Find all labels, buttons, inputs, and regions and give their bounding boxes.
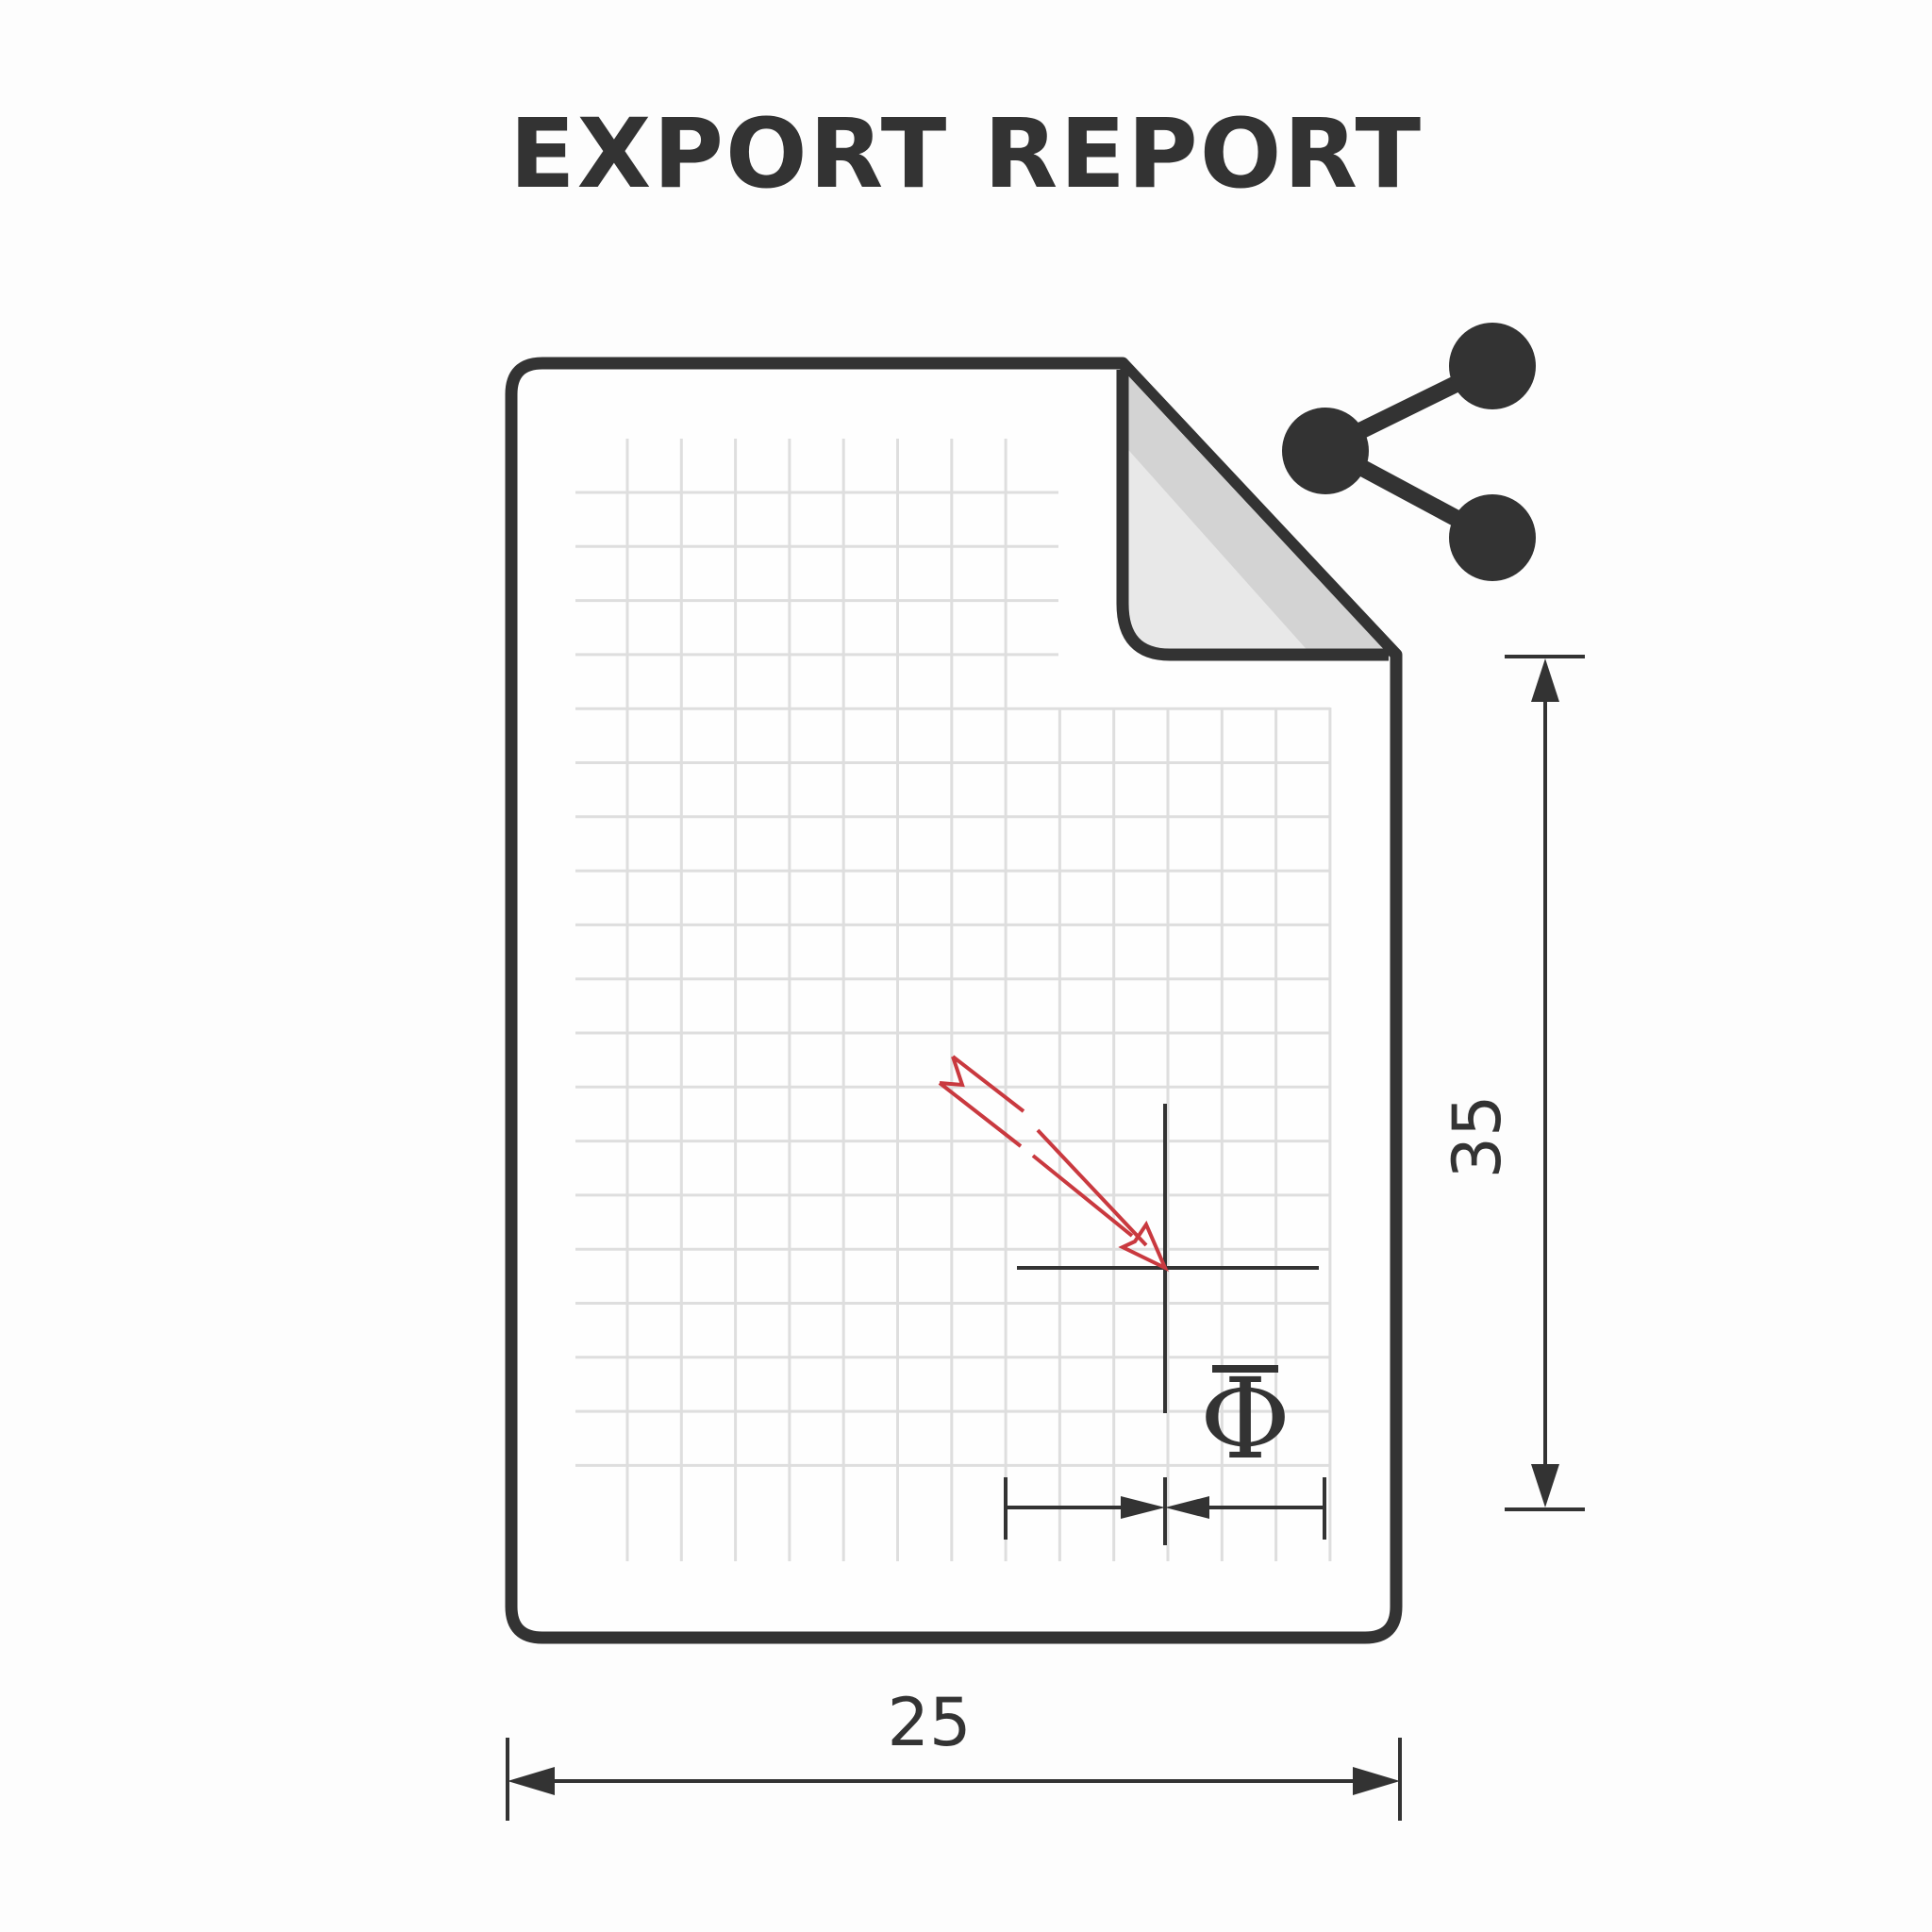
- inner-dimension-marker: [1004, 1477, 1326, 1545]
- share-node-bottom: [1449, 494, 1536, 581]
- crosshair-marker: [1017, 1104, 1319, 1413]
- document-outline: [505, 357, 1403, 1644]
- share-node-left: [1282, 408, 1369, 494]
- folded-corner: [1116, 370, 1389, 661]
- document-icon: [505, 357, 1403, 1644]
- red-arrow-icon: [938, 1055, 1169, 1273]
- page-title: EXPORT REPORT: [509, 98, 1423, 210]
- share-node-top: [1449, 323, 1536, 409]
- width-label: 25: [887, 1684, 971, 1761]
- height-label: 35: [1439, 1094, 1516, 1178]
- width-dimension: 25: [506, 1684, 1402, 1821]
- height-dimension: 35: [1439, 655, 1585, 1511]
- share-icon[interactable]: [1282, 323, 1536, 581]
- phi-symbol: Φ: [1200, 1354, 1291, 1484]
- document-grid: [575, 439, 1332, 1561]
